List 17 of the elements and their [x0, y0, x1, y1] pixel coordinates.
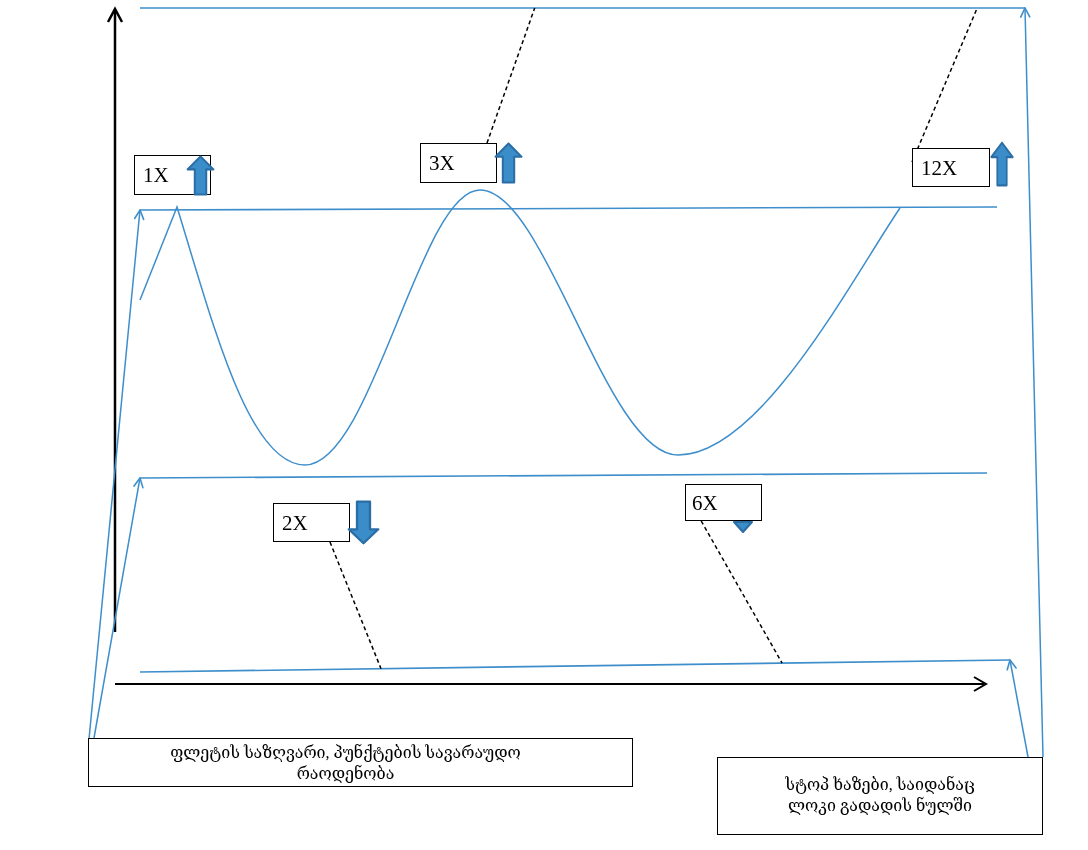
leader-arrow: [88, 209, 145, 739]
note-box: ფლეტის საზღვარი, პუნქტების სავარაუდო რაოდენობა: [88, 738, 633, 787]
horizontal-line: [139, 659, 1011, 673]
note-box: სტოპ ხაზები, საიდანაც ლოკი გადადის ნულში: [717, 757, 1043, 835]
horizontal-line: [139, 206, 998, 211]
horizontal-line: [139, 7, 1026, 9]
leader-arrow: [93, 477, 144, 739]
leader-arrow: [1006, 659, 1029, 758]
dashed-line: [329, 541, 382, 670]
multiplier-box: 12X: [912, 148, 990, 187]
dashed-line: [700, 520, 783, 664]
multiplier-box: 3X: [420, 143, 497, 183]
dashed-line: [486, 7, 536, 144]
horizontal-line: [139, 472, 988, 479]
multiplier-box: 6X: [685, 484, 762, 521]
leader-arrow: [1019, 7, 1044, 758]
multiplier-box: 2X: [273, 503, 350, 542]
